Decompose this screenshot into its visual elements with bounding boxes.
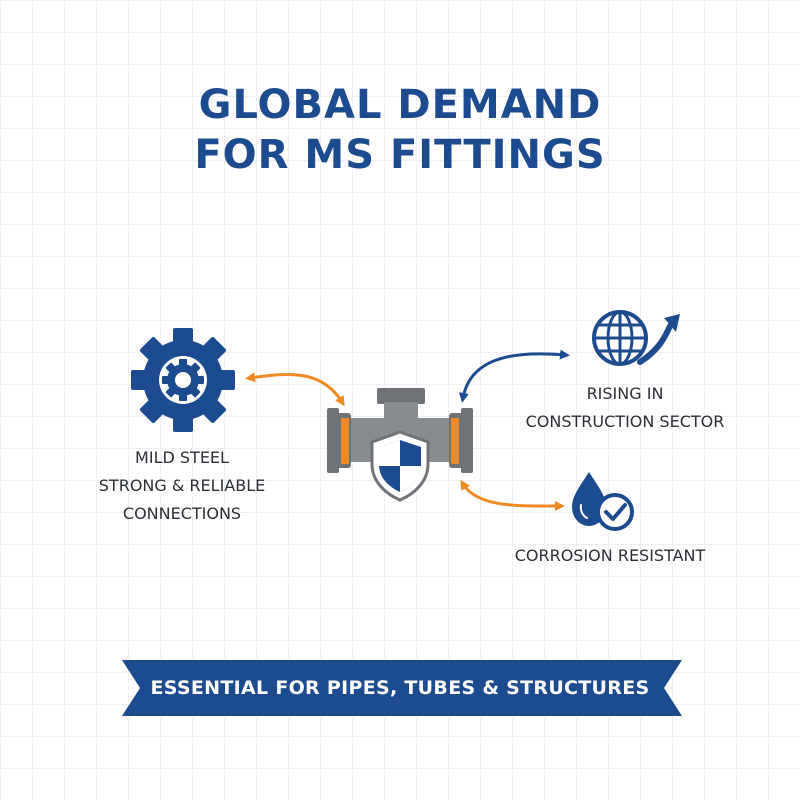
arrow-fitting-to-drop [460, 479, 565, 512]
arrow-fitting-to-globe [458, 349, 570, 403]
mild-steel-line-1: MILD STEEL [135, 448, 229, 467]
title-line-2: FOR MS FITTINGS [194, 132, 606, 178]
globe-icon [592, 310, 648, 366]
banner-text: ESSENTIAL FOR PIPES, TUBES & STRUCTURES [150, 677, 650, 699]
mild-steel-line-3: CONNECTIONS [122, 504, 242, 523]
mild-steel-caption: MILD STEEL STRONG & RELIABLE CONNECTIONS [92, 444, 272, 528]
shield-icon [370, 430, 430, 502]
mild-steel-line-2: STRONG & RELIABLE [98, 476, 266, 495]
arrow-gear-to-fitting [245, 372, 345, 407]
construction-line-2: CONSTRUCTION SECTOR [525, 412, 725, 431]
check-badge-icon [596, 493, 634, 531]
construction-line-1: RISING IN [586, 384, 664, 403]
growth-arrow-icon [637, 314, 680, 365]
construction-caption: RISING IN CONSTRUCTION SECTOR [520, 380, 730, 436]
gear-icon [131, 328, 235, 432]
page-title: GLOBAL DEMAND FOR MS FITTINGS [0, 80, 800, 180]
corrosion-line-1: CORROSION RESISTANT [514, 546, 706, 565]
corrosion-caption: CORROSION RESISTANT [500, 542, 720, 570]
title-line-1: GLOBAL DEMAND [198, 82, 602, 128]
banner-ribbon [122, 660, 682, 716]
